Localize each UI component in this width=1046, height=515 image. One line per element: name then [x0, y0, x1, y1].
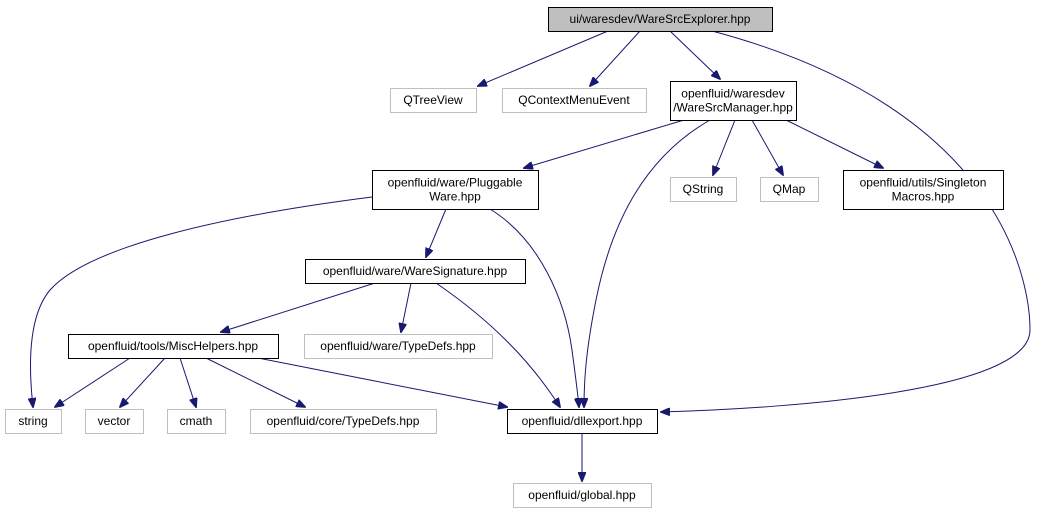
edge-mischelpers-to-string — [55, 357, 131, 407]
node-label: QMap — [773, 182, 806, 196]
node-mischelpers[interactable]: openfluid/tools/MiscHelpers.hpp — [68, 334, 279, 359]
edge-pluggableware-to-string — [30, 196, 373, 407]
node-label: openfluid/tools/MiscHelpers.hpp — [88, 339, 258, 353]
edge-mischelpers-to-dllexport — [257, 357, 507, 407]
node-waretypedefs[interactable]: openfluid/ware/TypeDefs.hpp — [304, 334, 493, 359]
node-label: openfluid/ware/WareSignature.hpp — [323, 264, 508, 278]
node-label: vector — [98, 414, 131, 428]
node-label: /WareSrcManager.hpp — [673, 101, 793, 115]
node-global[interactable]: openfluid/global.hpp — [513, 483, 652, 508]
node-qtreeview[interactable]: QTreeView — [390, 88, 477, 113]
node-qmap[interactable]: QMap — [760, 177, 819, 202]
edge-waresrcmanager-to-singletonmacros — [785, 119, 883, 168]
node-box — [507, 409, 658, 434]
node-label: string — [18, 414, 47, 428]
node-label: QTreeView — [403, 93, 463, 107]
node-box — [304, 334, 493, 359]
node-box — [760, 177, 819, 202]
edge-waresignature-to-waretypedefs — [401, 282, 412, 332]
node-label: openfluid/core/TypeDefs.hpp — [267, 414, 420, 428]
edge-mischelpers-to-vector — [120, 357, 166, 407]
node-root[interactable]: ui/waresdev/WareSrcExplorer.hpp — [548, 7, 773, 32]
node-box — [843, 170, 1004, 210]
node-label: QString — [683, 182, 724, 196]
node-label: QContextMenuEvent — [518, 93, 630, 107]
edge-pluggableware-to-waresignature — [426, 208, 447, 257]
edge-waresrcmanager-to-qmap — [751, 119, 783, 175]
node-string[interactable]: string — [5, 409, 62, 434]
node-qstring[interactable]: QString — [670, 177, 737, 202]
node-waresignature[interactable]: openfluid/ware/WareSignature.hpp — [305, 259, 526, 284]
node-label: openfluid/ware/TypeDefs.hpp — [320, 339, 476, 353]
node-box — [68, 334, 279, 359]
node-box — [250, 409, 437, 434]
edge-waresrcmanager-to-pluggableware — [524, 119, 685, 168]
node-box — [548, 7, 773, 32]
edge-root-to-qcontextmenuevent — [590, 30, 641, 86]
edge-root-to-waresrcmanager — [669, 30, 720, 79]
node-box — [502, 88, 647, 113]
node-waresrcmanager[interactable]: openfluid/waresdev/WareSrcManager.hpp — [670, 81, 797, 121]
node-qcontextmenuevent[interactable]: QContextMenuEvent — [502, 88, 647, 113]
edge-waresrcmanager-to-qstring — [713, 119, 736, 175]
node-coretypedefs[interactable]: openfluid/core/TypeDefs.hpp — [250, 409, 437, 434]
node-box — [670, 81, 797, 121]
edge-root-to-dllexport — [661, 30, 1031, 412]
node-label: openfluid/utils/Singleton — [860, 176, 987, 190]
node-label: ui/waresdev/WareSrcExplorer.hpp — [570, 12, 751, 26]
node-box — [85, 409, 144, 434]
node-cmath[interactable]: cmath — [167, 409, 226, 434]
node-label: openfluid/global.hpp — [528, 488, 636, 502]
node-box — [372, 170, 539, 210]
node-box — [167, 409, 226, 434]
edge-pluggableware-to-dllexport — [489, 208, 579, 407]
node-box — [513, 483, 652, 508]
node-dllexport[interactable]: openfluid/dllexport.hpp — [507, 409, 658, 434]
edge-waresrcmanager-to-dllexport — [584, 119, 711, 407]
node-box — [390, 88, 477, 113]
edge-waresignature-to-dllexport — [435, 282, 560, 407]
node-label: openfluid/waresdev — [681, 87, 784, 101]
edge-mischelpers-to-cmath — [179, 357, 196, 407]
node-vector[interactable]: vector — [85, 409, 144, 434]
nodes-layer: ui/waresdev/WareSrcExplorer.hppQTreeView… — [5, 7, 1004, 508]
edge-mischelpers-to-coretypedefs — [205, 357, 305, 407]
edges-layer — [30, 30, 1031, 481]
node-box — [305, 259, 526, 284]
node-label: Ware.hpp — [429, 190, 481, 204]
edge-root-to-qtreeview — [478, 30, 609, 86]
node-label: openfluid/dllexport.hpp — [522, 414, 643, 428]
edge-waresignature-to-mischelpers — [221, 282, 376, 332]
node-box — [670, 177, 737, 202]
node-label: openfluid/ware/Pluggable — [388, 176, 523, 190]
node-label: Macros.hpp — [892, 190, 955, 204]
node-label: cmath — [180, 414, 213, 428]
node-box — [5, 409, 62, 434]
